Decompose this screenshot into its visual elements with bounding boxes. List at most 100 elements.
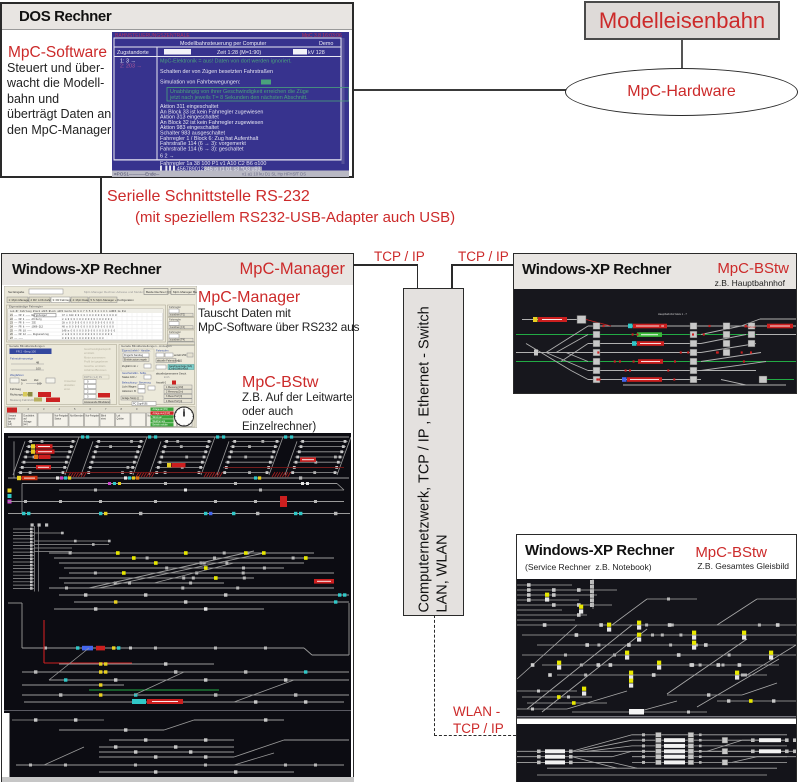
svg-text:Messung Fahrtrichtung: Messung Fahrtrichtung <box>10 398 39 402</box>
svg-text:Betrieb melden: Betrieb melden <box>153 424 169 427</box>
svg-text:3: 3 <box>43 407 45 411</box>
svg-text:0: 0 <box>21 382 23 386</box>
svg-text:Blink: Blink <box>101 416 107 418</box>
svg-text:PC Zugriff [B]: PC Zugriff [B] <box>133 403 148 406</box>
svg-text:Geschwindigkeitsprofil: Geschwindigkeitsprofil <box>84 347 111 351</box>
svg-text:0 0 0 0 0 0 0 0 0 0 0 0 0 0: 0 0 0 0 0 0 0 0 0 0 0 0 0 0 0 <box>62 337 104 340</box>
svg-text:Fahrstufen: Fahrstufen <box>156 349 169 353</box>
svg-text:3: FR Fahrregler: 3: FR Fahrregler <box>53 298 74 302</box>
svg-text:aktuelle Fahrstufung: aktuelle Fahrstufung <box>157 360 180 363</box>
svg-text:Beide Rechner [Q]: Beide Rechner [Q] <box>146 290 171 294</box>
svg-text:[Ctrl]+[Shift]+Klick: [Ctrl]+[Shift]+Klick <box>169 368 189 371</box>
svg-text:MpC 3.8 16:03:06: MpC 3.8 16:03:06 <box>302 33 342 39</box>
svg-text:Lok: Lok <box>117 416 122 418</box>
svg-text:FR 2 - Berg 100: FR 2 - Berg 100 <box>16 350 36 354</box>
svg-text:8: 8 <box>121 407 123 411</box>
svg-text:26 ── FR 12 ─── Regionalzug: 26 ── FR 12 ─── Regionalzug <box>10 333 49 336</box>
svg-text:4 Mess Prof [4]: 4 Mess Prof [4] <box>166 400 182 403</box>
svg-text:Anwesende Blinddarst.: Anwesende Blinddarst. <box>84 400 111 404</box>
svg-text:27 ── ───: 27 ── ─── <box>10 337 23 340</box>
svg-text:6 2 →: 6 2 → <box>160 154 174 160</box>
svg-text:Zeit 1:28 (M=1:90): Zeit 1:28 (M=1:90) <box>217 50 261 56</box>
svg-text:anzahl 250: anzahl 250 <box>174 354 187 357</box>
svg-text:6: 6 <box>90 407 92 411</box>
svg-text:Aktion 313 eingeschaltet: Aktion 313 eingeschaltet <box>160 115 219 121</box>
svg-text:4: MpC Daten: 4: MpC Daten <box>73 298 91 302</box>
svg-text:1: 3 →: 1: 3 → <box>120 59 136 65</box>
svg-text:Demo: Demo <box>319 41 333 47</box>
svg-text:Geschw. ermitteln: Geschw. ermitteln <box>84 364 106 368</box>
svg-text:8 m 0 0 0 0 0 0 0 0 0 0 0: 8 m 0 0 0 0 0 0 0 0 0 0 0 0 0 0 0 0 <box>62 333 113 336</box>
svg-text:24 ── FR 8 ─── 1006-212: 24 ── FR 8 ─── 1006-212 <box>10 326 44 329</box>
svg-text:Schalten der von Zügen besetzt: Schalten der von Zügen besetzten Fahrstr… <box>160 69 273 75</box>
svg-text:1: 1 <box>12 407 14 411</box>
svg-text:Not-Freigabe: Not-Freigabe <box>55 415 69 418</box>
svg-text:Beleuchtung - Steuerung: Beleuchtung - Steuerung <box>122 381 151 385</box>
svg-text:2 Messung [2m]: 2 Messung [2m] <box>166 391 183 394</box>
svg-text:Anfrage: Anfrage <box>24 420 33 423</box>
svg-text:Gesamt: Gesamt <box>8 415 16 418</box>
svg-text:An Block 33 ist kein Fahrregle: An Block 33 ist kein Fahrregler zugewies… <box>160 109 263 115</box>
svg-text:≡POS1─────Ende─: ≡POS1─────Ende─ <box>114 172 160 177</box>
svg-text:2: 203 →: 2: 203 → <box>120 64 142 70</box>
svg-text:auf: auf <box>24 418 28 420</box>
svg-text:v1 a1 10 ku D1 SL Hp HFHSfT DS: v1 a1 10 ku D1 SL Hp HFHSfT DS <box>242 172 306 177</box>
svg-text:zuordnen [F2]: zuordnen [F2] <box>170 314 185 317</box>
svg-text:3: 3 <box>87 395 89 399</box>
svg-text:2: 2 <box>28 407 30 411</box>
svg-text:Hauptbahnhof Gleis 1 - 7: Hauptbahnhof Gleis 1 - 7 <box>658 312 687 316</box>
svg-text:Fahrstraße 114 (6 → 3): vorge: Fahrstraße 114 (6 → 3): vorgemerkt <box>160 141 246 147</box>
svg-text:5: 5 <box>74 407 76 411</box>
svg-text:BAHNSTEUERUNGSZENTRALE: BAHNSTEUERUNGSZENTRALE <box>115 33 190 39</box>
svg-text:2: 2 <box>87 390 89 394</box>
svg-text:Geschw.anzeige [GA]: Geschw.anzeige [GA] <box>169 365 192 368</box>
svg-text:Strom an: Strom an <box>153 416 163 419</box>
svg-text:Fahrregler 1 / Block 6: Zug: Fahrregler 1 / Block 6: Zug hat Aufentha… <box>160 136 259 142</box>
svg-text:Licht Wagen: Licht Wagen <box>122 385 137 389</box>
svg-text:Profil bei gegebener: Profil bei gegebener <box>84 360 108 364</box>
svg-text:Fingerbr.handreg: Fingerbr.handreg <box>124 354 144 357</box>
svg-text:23 ── FR 6 ─── ICE: 23 ── FR 6 ─── ICE <box>10 322 36 325</box>
svg-text:Eigenst.befehl - Handbe.: Eigenst.befehl - Handbe. <box>122 349 151 353</box>
svg-text:jetzt nach jeweils T= 8 Sekund: jetzt nach jeweils T= 8 Sekunden den näc… <box>169 95 308 101</box>
svg-text:Not-Freigabe: Not-Freigabe <box>86 415 100 418</box>
svg-text:Aktionsnr. B: Aktionsnr. B <box>122 389 136 393</box>
svg-text:22 ── FR 4 ─── Altburg: 22 ── FR 4 ─── Altburg <box>10 318 42 321</box>
svg-text:2 FR: LOK-Fahrregler: 2 FR: LOK-Fahrregler <box>31 298 58 302</box>
svg-text:aktuelle/gemessene Gesch.: aktuelle/gemessene Gesch. <box>156 373 187 376</box>
svg-text:Lok-Nr Fahrzeug Bloc: Lok-Nr Fahrzeug Block abFS Block abFS Ge… <box>10 310 127 313</box>
svg-text:3 Mess Prof [3]: 3 Mess Prof [3] <box>166 395 182 398</box>
svg-text:47 m 100 0 0 0 0 0 0 0 0: 47 m 100 0 0 0 0 0 0 0 0 0 0 0 0 0 0 0 <box>62 314 117 317</box>
svg-text:9: 9 <box>136 407 138 411</box>
svg-text:Zugstandorte: Zugstandorte <box>117 50 149 56</box>
svg-text:km/h: km/h <box>164 376 170 379</box>
svg-text:511: 511 <box>178 360 183 363</box>
svg-text:8 m 0 0 0 0 0 0 0 0 0 0 0: 8 m 0 0 0 0 0 0 0 0 0 0 0 0 0 0 0 0 <box>62 318 113 321</box>
svg-text:Fahrstraße 114 (6 → 3): gesch: Fahrstraße 114 (6 → 3): geschaltet <box>160 146 244 152</box>
svg-text:Anlage aus [F10]: Anlage aus [F10] <box>153 412 171 415</box>
svg-text:Zugfahrt mit ✓: Zugfahrt mit ✓ <box>122 364 139 368</box>
svg-text:Weichen ein: Weichen ein <box>153 421 166 423</box>
svg-text:5 S: MpC-Manager + Konfigurati: 5 S: MpC-Manager + Konfiguration <box>91 298 135 302</box>
svg-text:Start:: Start: <box>21 378 27 382</box>
svg-text:einst.: einst. <box>64 387 71 391</box>
svg-text:Wegfahren: Wegfahren <box>10 373 24 377</box>
svg-text:abstellen: abstellen <box>64 383 75 387</box>
svg-text:Gerade Blinddarstellungen - An: Gerade Blinddarstellungen - Anzeigen <box>121 344 172 348</box>
svg-text:4: 4 <box>59 407 61 411</box>
svg-text:Anlage Stopp [.]: Anlage Stopp [.] <box>122 397 139 400</box>
svg-text:Fahrweg: Fahrweg <box>10 387 21 391</box>
svg-text:Anzahl 0: Anzahl 0 <box>156 381 167 385</box>
svg-text:1: 1 <box>87 385 89 389</box>
svg-text:MpC-Elektronik = aus! Daten vo: MpC-Elektronik = aus! Daten von dort wer… <box>160 59 292 65</box>
svg-text:1 Messung [1M]: 1 Messung [1M] <box>166 386 183 389</box>
svg-text:Schalter 983 ausgeschaltet: Schalter 983 ausgeschaltet <box>160 131 226 137</box>
svg-text:MpC-Manager Rechner-Adresse un: MpC-Manager Rechner-Adresse und Meldunge… <box>84 290 149 294</box>
svg-text:Betrieb: Betrieb <box>8 417 16 420</box>
svg-text:Gerade Blinddarstellungen: Gerade Blinddarstellungen <box>9 344 45 348</box>
svg-text:21 ── FR 2 ─── Bergsteiger: 21 ── FR 2 ─── Bergsteiger <box>10 314 48 317</box>
svg-text:Unabhängig von ihrer Geschwind: Unabhängig von ihrer Geschwindigkeit err… <box>170 89 309 95</box>
svg-text:140 m 0 0 0 0 0 0 0 0 0 0: 140 m 0 0 0 0 0 0 0 0 0 0 0 0 0 0 0 0 <box>62 329 116 332</box>
svg-text:Richtungswechsel: Richtungswechsel <box>10 393 33 397</box>
svg-text:Fahrregler: Fahrregler <box>169 318 181 322</box>
